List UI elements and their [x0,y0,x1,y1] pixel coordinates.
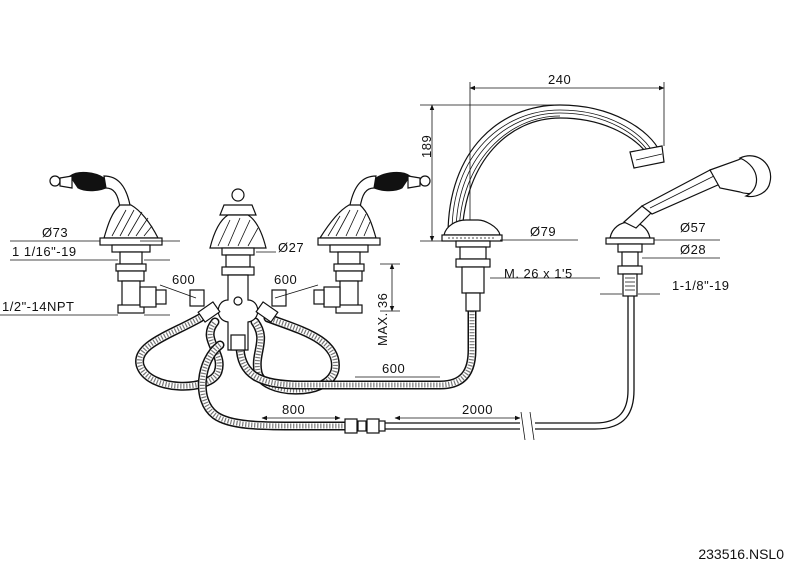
dimension-lines [0,82,720,421]
dim-mixer-hose: 800 [282,402,305,417]
dim-spout-diameter: Ø79 [530,224,556,239]
dim-spout-hose: 600 [382,361,405,376]
center-mixer-body [189,188,287,351]
dim-center-diameter: Ø27 [278,240,304,255]
dim-shower-diameter: Ø57 [680,220,706,235]
dim-shower-base-diameter: Ø28 [680,242,706,257]
hand-shower [605,155,772,297]
dim-shower-hose: 2000 [462,402,493,417]
left-handle-valve [49,171,167,314]
dim-shower-thread: 1-1/8"-19 [672,278,730,293]
dim-spout-height: 189 [419,135,434,158]
dim-max-deck: MAX. 36 [375,293,390,346]
dim-spout-reach: 240 [548,72,571,87]
dim-handle-thread: 1 1/16"-19 [12,244,77,259]
dim-right-hose: 600 [274,272,297,287]
dim-handle-diameter: Ø73 [42,225,68,240]
dim-inlet-thread: 1/2"-14NPT [2,299,74,314]
tub-spout [441,104,665,312]
product-code: 233516.NSL0 [698,546,784,562]
dimension-labels: 240 189 Ø73 1 1/16"-19 1/2"-14NPT 600 Ø2… [2,72,730,417]
dim-left-hose: 600 [172,272,195,287]
right-handle-valve [313,171,431,314]
hose-assembly [135,295,635,441]
dim-spout-thread: M. 26 x 1'5 [504,266,573,281]
